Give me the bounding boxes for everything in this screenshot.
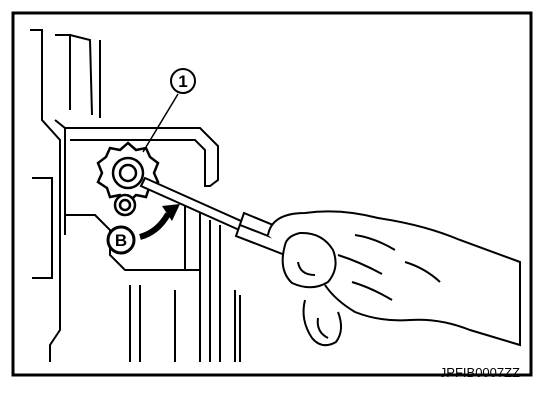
adjuster-wheel (96, 141, 160, 205)
reference-code: JPFIB0007ZZ (439, 365, 520, 380)
direction-arrow (139, 212, 171, 240)
callout-b: B (106, 225, 136, 255)
callout-1-label: 1 (178, 72, 187, 91)
leader-line-1 (142, 93, 179, 153)
bolt (113, 193, 137, 217)
hand (267, 210, 521, 347)
callout-1: 1 (170, 68, 196, 94)
callout-b-label: B (115, 231, 127, 250)
direction-arrow-head (162, 204, 180, 221)
